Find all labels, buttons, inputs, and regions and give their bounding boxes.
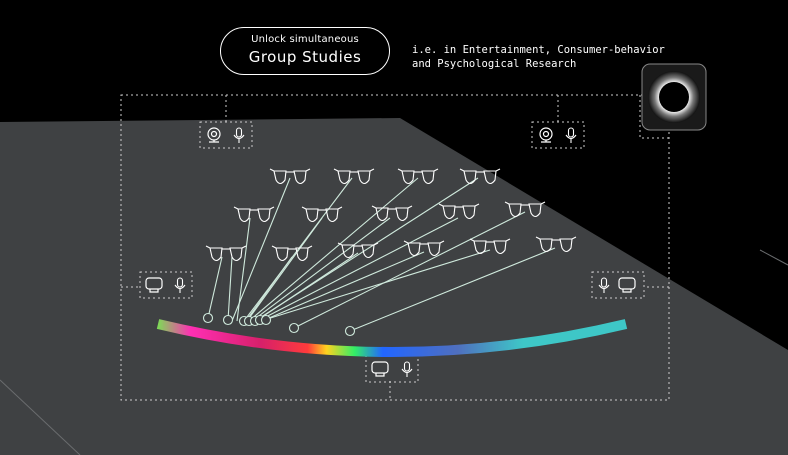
floor-edge-line bbox=[759, 249, 788, 266]
floor-plane bbox=[0, 118, 788, 455]
use-case-line-1: i.e. in Entertainment, Consumer-behavior bbox=[412, 44, 665, 56]
spectrum-screen bbox=[156, 319, 628, 357]
floor-edge-line bbox=[0, 379, 81, 455]
webcam-icon bbox=[539, 127, 553, 143]
pill-subheading: Unlock simultaneous bbox=[251, 34, 359, 45]
gaze-lines bbox=[207, 177, 556, 332]
microphone-icon bbox=[565, 127, 577, 144]
sensor-frame bbox=[120, 94, 670, 401]
use-case-line-2: and Psychological Research bbox=[412, 58, 577, 70]
pill-heading: Group Studies bbox=[248, 48, 362, 66]
group-studies-pill: Unlock simultaneous Group Studies bbox=[220, 27, 390, 75]
use-case-caption: i.e. in Entertainment, Consumer-behavior… bbox=[412, 43, 665, 71]
gaze-points bbox=[202, 312, 356, 337]
ring-display-icon bbox=[641, 63, 707, 131]
